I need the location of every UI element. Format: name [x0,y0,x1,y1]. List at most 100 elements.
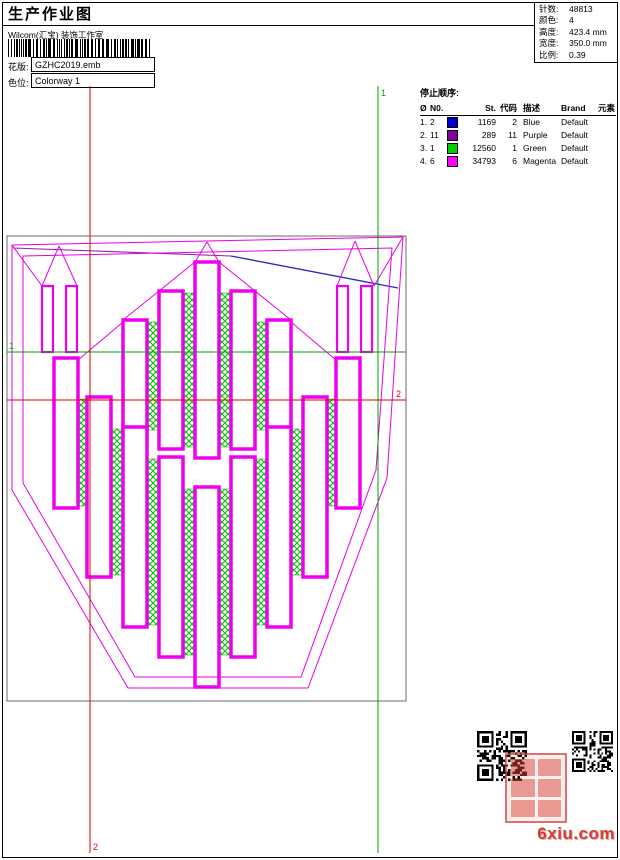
brand-cell: Default [561,143,588,153]
satin-bar-small [40,284,55,354]
satin-bar [157,289,185,451]
satin-bar-small [359,284,374,354]
color-code-cell: 11 [508,130,517,140]
satin-bar [265,318,293,434]
guide-label: 1 [9,341,14,351]
thread-color-cell [447,143,462,154]
color-desc-cell: Green [523,143,547,153]
pattern-filename: GZHC2019.emb [35,60,101,70]
col-brand: Brand [561,102,586,113]
thread-color-swatch [447,130,458,141]
thread-color-cell [447,156,462,167]
outline-inner [22,247,393,678]
outline-detail [41,245,60,287]
satin-bar [85,395,113,579]
stop-seq: 1. [420,117,428,127]
stitch-count-cell: 12560 [472,143,496,153]
col-element: 元素 [598,102,616,113]
stop-seq: 3. [420,143,428,153]
purple-run-line [12,247,232,257]
colorway-value: Colorway 1 [35,76,81,86]
stitch-count-value: 48813 [569,4,593,14]
stitch-count-cell: 289 [481,130,496,140]
outline-detail [290,321,337,361]
brand-cell: Default [561,156,588,166]
thread-color-swatch [447,117,458,128]
pattern-filename-box: GZHC2019.emb [31,57,155,72]
needle-number: 2 [430,117,435,127]
color-code-cell: 2 [512,117,517,127]
red-seal-stamp [505,753,567,823]
colorway-label: 色位: [8,78,29,88]
stitch-count-row: 针数:48813 [539,4,593,14]
brand-cell: Default [561,117,588,127]
outline-detail [11,244,43,287]
page-title: 生产作业图 [8,6,94,23]
thread-color-cell [447,117,462,128]
qr-code-right [572,731,613,772]
satin-bar [193,260,221,460]
outline-detail [336,240,356,287]
thread-color-cell [447,130,462,141]
satin-bar [334,356,362,510]
height-row: 高度:423.4 mm [539,26,607,37]
barcode [8,39,150,57]
satin-bar-small [335,284,350,354]
guide-label: 2 [93,842,98,852]
color-desc-cell: Purple [523,130,548,140]
height-value: 423.4 mm [569,26,607,37]
satin-bar [301,395,329,579]
satin-bar [193,485,221,689]
col-stitches: St. [485,102,496,113]
guide-label: 1 [381,88,386,98]
color-code-cell: 6 [512,156,517,166]
satin-bar [229,455,257,659]
needle-number: 6 [430,156,435,166]
info-panel-divider-v [534,3,535,62]
width-row: 宽度:350.0 mm [539,38,607,49]
colorway-box: Colorway 1 [31,73,155,88]
scale-value: 0.39 [569,49,586,60]
satin-bar [265,425,293,629]
info-panel-divider-h [534,62,617,63]
outline-detail [58,245,78,287]
guide-label: 2 [396,389,401,399]
design-bounding-box [6,235,407,702]
blue-run-line [230,255,399,289]
needle-number: 1 [430,143,435,153]
outline-detail [206,241,220,263]
studio-name: Wilcom(汇宝) 装饰工作室 [8,30,104,40]
satin-bar [121,425,149,629]
scale-row: 比例:0.39 [539,49,586,60]
col-code: 代码 [499,102,517,113]
title-divider [3,25,534,26]
outline-detail [218,261,292,321]
width-value: 350.0 mm [569,38,607,49]
satin-bar [121,318,149,434]
outline-detail [373,236,404,287]
outline-detail [122,261,196,321]
thread-color-swatch [447,143,458,154]
color-count-value: 4 [569,15,574,26]
satin-bar [52,356,80,510]
stop-table-header: Ø N0. St. 代码 描述 Brand 元素 [420,101,616,116]
site-watermark: 6xiu.com [537,824,615,843]
col-needle: N0. [430,102,444,113]
satin-bar [157,455,185,659]
stitch-count-cell: 1169 [477,117,496,127]
outline-detail [77,321,124,361]
design-info-panel: 针数:48813 颜色:4 高度:423.4 mm 宽度:350.0 mm 比例… [539,4,615,61]
outline-detail [194,241,208,263]
color-code-cell: 1 [512,143,517,153]
stop-seq: 2. [420,130,428,140]
stop-seq: 4. [420,156,428,166]
color-desc-cell: Blue [523,117,541,127]
satin-bar-small [64,284,79,354]
pattern-label: 花版: [8,62,29,72]
color-count-row: 颜色:4 [539,15,574,26]
